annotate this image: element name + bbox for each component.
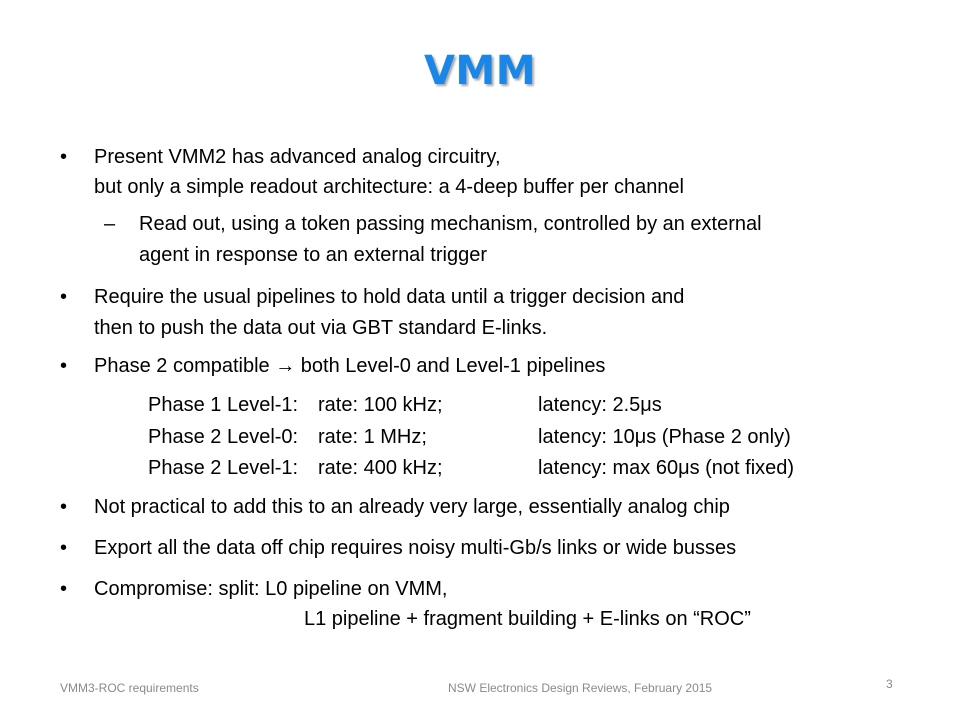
phase-label: Phase 2 Level-1: [148,457,299,479]
phase-row: Phase 1 Level-1: rate: 100 kHz; latency:… [0,392,960,418]
bullet-2-line-1: Require the usual pipelines to hold data… [94,286,685,308]
sub-bullet-1-line-2: agent in response to an external trigger [139,244,487,266]
sub-bullet-1-line-1: Read out, using a token passing mechanis… [139,213,762,235]
phase-rate: rate: 100 kHz; [318,394,443,416]
footer-left-text: VMM3-ROC requirements [60,681,199,695]
bullet-5-line-1: Export all the data off chip requires no… [94,537,737,559]
bullet-marker: • [60,496,68,518]
bullet-4-line-1: Not practical to add this to an already … [94,496,730,518]
phase-latency: latency: 2.5μs [538,394,662,416]
bullet-1-line-1: Present VMM2 has advanced analog circuit… [94,146,501,168]
phase-label: Phase 2 Level-0: [148,426,299,448]
phase-label: Phase 1 Level-1: [148,394,299,416]
footer-center-text: NSW Electronics Design Reviews, February… [448,681,713,695]
sub-bullet-marker: – [104,213,116,235]
phase-latency: latency: 10μs (Phase 2 only) [538,426,791,448]
slide-title: VMM [423,48,537,94]
bullet-3-line-1: Phase 2 compatible → both Level-0 and Le… [94,355,606,377]
bullet-marker: • [60,146,68,168]
bullet-marker: • [60,355,68,377]
phase-row: Phase 2 Level-0: rate: 1 MHz; latency: 1… [0,424,960,450]
bullet-1-line-2: but only a simple readout architecture: … [94,176,684,198]
bullet-marker: • [60,286,68,308]
bullet-6-line-2: L1 pipeline + fragment building + E-link… [304,608,751,630]
phase-latency: latency: max 60μs (not fixed) [538,457,795,479]
phase-rate: rate: 400 kHz; [318,457,443,479]
bullet-6-line-1: Compromise: split: L0 pipeline on VMM, [94,578,448,600]
bullet-2-line-2: then to push the data out via GBT standa… [94,317,548,339]
phase-rate: rate: 1 MHz; [318,426,427,448]
phase-row: Phase 2 Level-1: rate: 400 kHz; latency:… [0,455,960,481]
bullet-marker: • [60,578,68,600]
bullet-marker: • [60,537,68,559]
page-number: 3 [886,677,893,691]
